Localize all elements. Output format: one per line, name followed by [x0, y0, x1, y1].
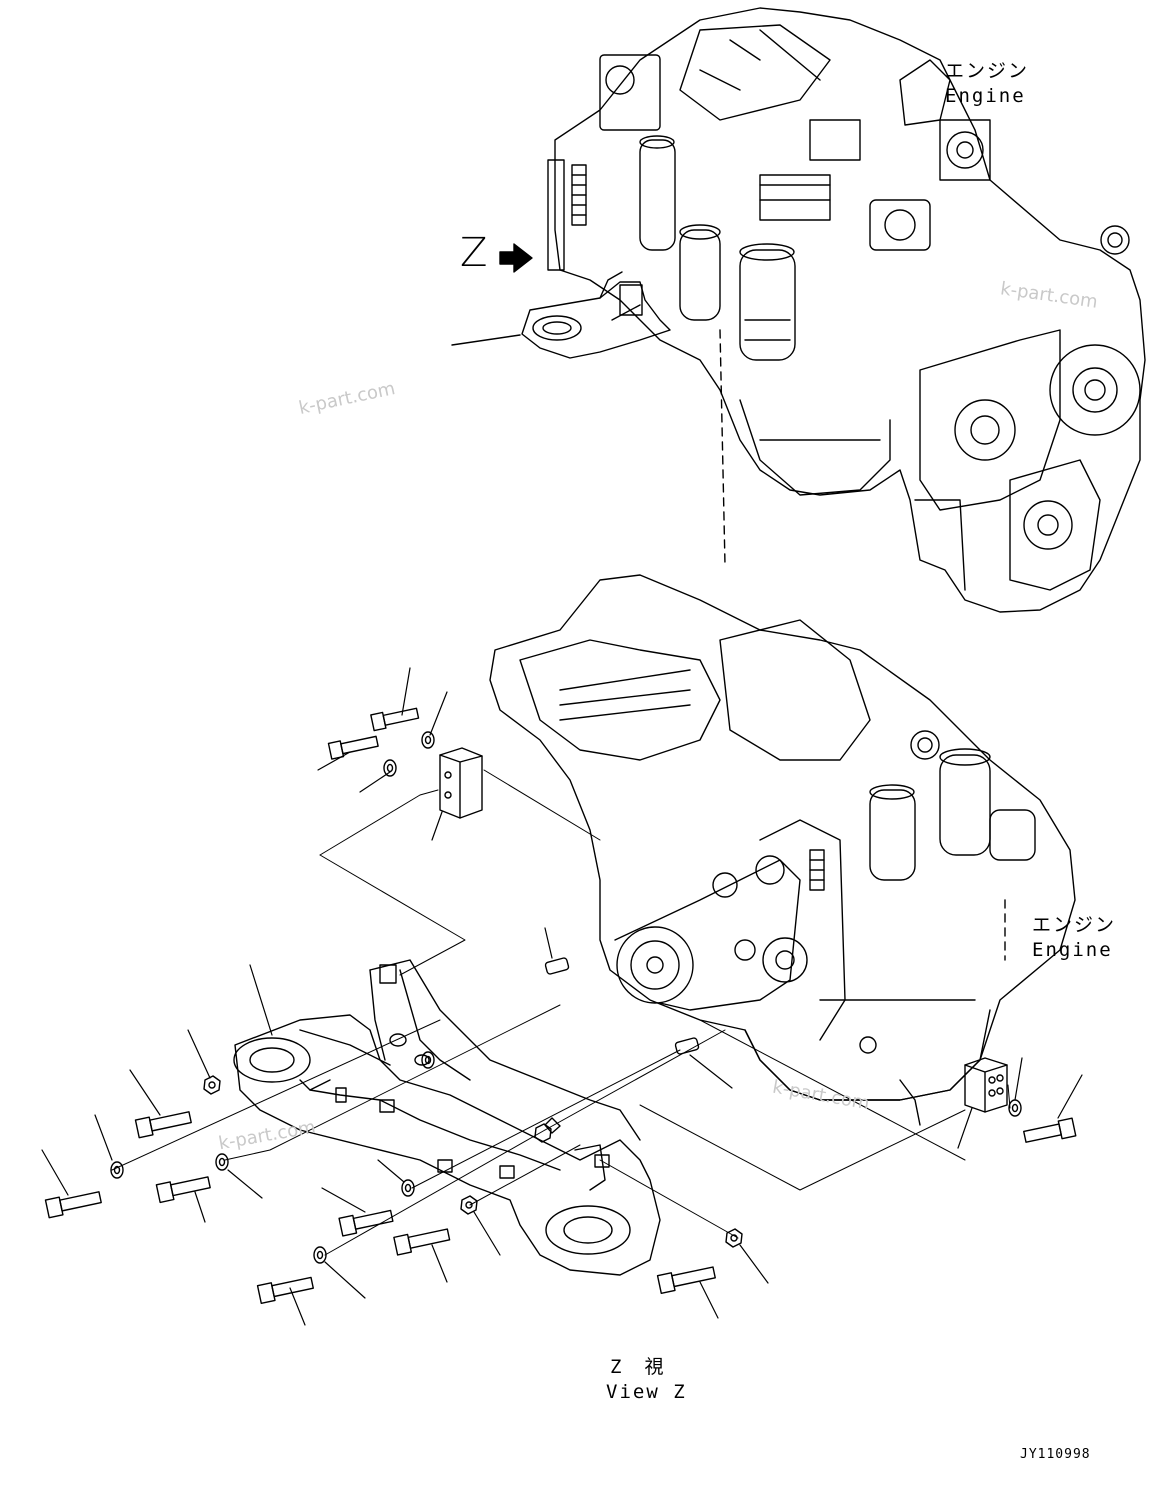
mount-bracket-assembly — [233, 959, 661, 1276]
engine-top-illustration — [451, 7, 1146, 613]
spacer-block-right — [964, 1057, 1008, 1113]
view-caption-en: View Z — [606, 1381, 687, 1403]
engine-bottom-illustration — [489, 574, 1076, 1126]
bolts — [44, 707, 1077, 1305]
view-z-marker: Z — [460, 230, 488, 276]
engine-top-label-jp: エンジン — [945, 60, 1030, 82]
engine-top-label-en: Engine — [945, 85, 1026, 107]
dowel-pin — [674, 1037, 700, 1055]
engine-mid-label-jp: エンジン — [1032, 914, 1117, 936]
washers — [110, 731, 1022, 1264]
assembly-guide-lines — [111, 769, 1011, 1256]
view-caption-jp: Z 視 — [610, 1356, 666, 1378]
leader-lines — [41, 667, 1083, 1326]
drawing-code: JY110998 — [1020, 1447, 1091, 1462]
engine-mid-label-en: Engine — [1032, 939, 1113, 961]
dowel-pin — [544, 957, 570, 975]
spacer-block-left — [439, 747, 483, 819]
